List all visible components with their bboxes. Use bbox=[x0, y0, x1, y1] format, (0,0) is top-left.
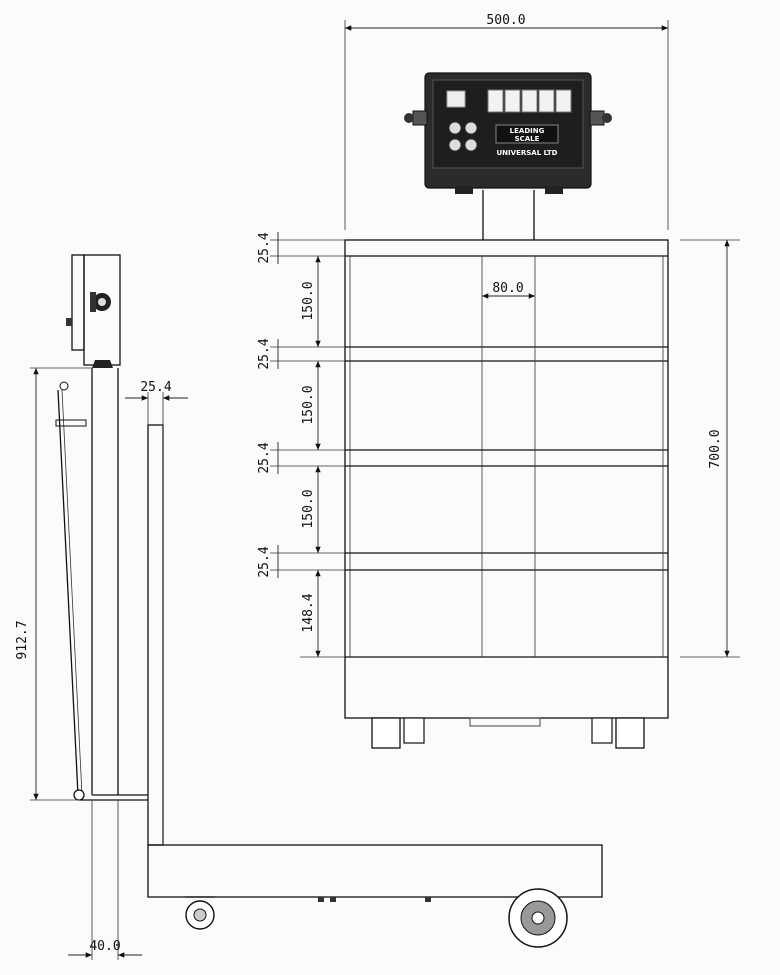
front-view: 500.0 LEADING bbox=[257, 13, 740, 749]
dim-label-25-4-a: 25.4 bbox=[257, 232, 272, 263]
dim-overall-height: 700.0 bbox=[680, 239, 740, 658]
dim-label-500: 500.0 bbox=[486, 13, 525, 28]
dim-label-150-b: 150.0 bbox=[301, 385, 316, 424]
dim-label-25-4-d: 25.4 bbox=[257, 546, 272, 577]
dim-label-148-4: 148.4 bbox=[301, 593, 316, 632]
dim-label-40: 40.0 bbox=[89, 939, 120, 954]
column bbox=[482, 190, 535, 240]
dim-label-150-c: 150.0 bbox=[301, 489, 316, 528]
brand-line1: LEADING bbox=[510, 127, 545, 135]
knob-right bbox=[589, 110, 612, 126]
knob-left bbox=[404, 110, 428, 126]
indicator-buttons bbox=[448, 121, 478, 152]
brand-line2: SCALE bbox=[515, 135, 540, 143]
side-view: 912.7 25.4 40.0 bbox=[15, 254, 603, 960]
side-lever bbox=[55, 381, 87, 801]
maker-label: UNIVERSAL LTD bbox=[497, 149, 558, 157]
side-wheels bbox=[185, 888, 568, 948]
dim-label-25-4-c: 25.4 bbox=[257, 442, 272, 473]
dim-side-bar: 25.4 bbox=[125, 380, 188, 425]
dim-label-25-4-b: 25.4 bbox=[257, 338, 272, 369]
digit-display bbox=[487, 89, 572, 113]
front-frame bbox=[344, 239, 669, 719]
dim-side-base: 40.0 bbox=[68, 800, 142, 960]
dim-side-height: 912.7 bbox=[15, 367, 92, 801]
side-platform bbox=[80, 424, 603, 898]
indicator-head: LEADING SCALE UNIVERSAL LTD bbox=[404, 72, 612, 194]
dim-label-912-7: 912.7 bbox=[15, 620, 30, 659]
dim-label-80: 80.0 bbox=[492, 281, 523, 296]
dim-left-stack: 25.4 25.4 25.4 25.4 150.0 150.0 150.0 14… bbox=[257, 232, 345, 658]
dim-label-150-a: 150.0 bbox=[301, 281, 316, 320]
dim-label-700: 700.0 bbox=[708, 429, 723, 468]
front-wheels bbox=[371, 717, 645, 749]
dim-overall-width: 500.0 bbox=[344, 13, 669, 230]
side-head bbox=[66, 254, 121, 368]
side-column bbox=[91, 368, 119, 795]
dim-gap-80: 80.0 bbox=[482, 281, 535, 299]
dim-label-side-25-4: 25.4 bbox=[140, 380, 171, 395]
